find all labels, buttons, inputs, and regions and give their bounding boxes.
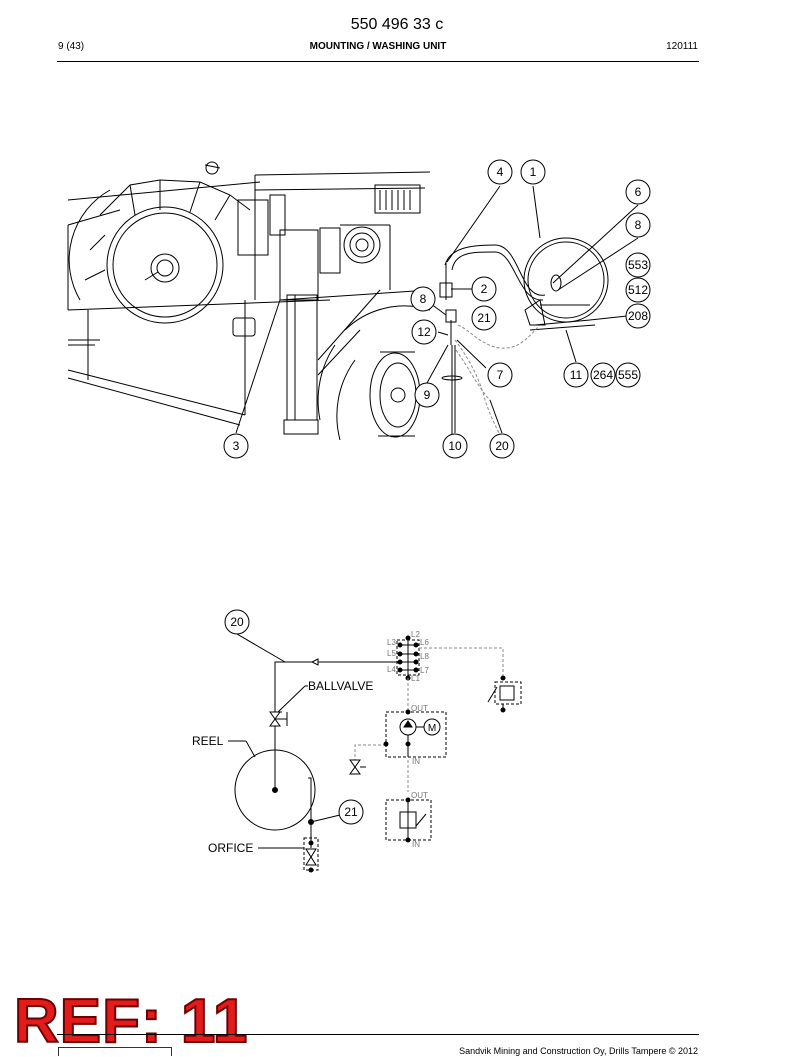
callout-555: 555	[615, 362, 641, 388]
callout-208: 208	[625, 303, 651, 329]
svg-text:21: 21	[477, 311, 491, 325]
svg-text:21: 21	[344, 805, 358, 819]
pump-in-label: IN	[412, 757, 420, 766]
manifold-block	[396, 635, 420, 681]
callout-20-schematic: 20	[224, 609, 250, 635]
callout-11: 11	[563, 362, 589, 388]
callout-20-top: 20	[489, 433, 515, 459]
section-title: MOUNTING / WASHING UNIT	[309, 41, 447, 52]
port-l5: L5	[387, 649, 396, 658]
callout-leaders	[235, 185, 639, 434]
svg-text:11: 11	[570, 368, 583, 382]
svg-text:8: 8	[635, 218, 642, 232]
footer-copyright: Sandvik Mining and Construction Oy, Dril…	[459, 1046, 698, 1056]
callout-1: 1	[520, 159, 546, 185]
svg-text:9: 9	[424, 388, 431, 402]
svg-text:12: 12	[417, 325, 431, 339]
svg-text:7: 7	[497, 368, 504, 382]
svg-text:20: 20	[230, 615, 244, 629]
svg-text:4: 4	[497, 165, 504, 179]
port-l1: L1	[411, 674, 420, 683]
callout-9: 9	[414, 382, 440, 408]
lower-valve-unit	[385, 797, 432, 843]
date-code: 120111	[666, 41, 698, 52]
callout-553: 553	[625, 252, 651, 278]
svg-text:264: 264	[593, 368, 613, 382]
motor-label: M	[428, 723, 436, 734]
callout-7: 7	[487, 362, 513, 388]
svg-text:2: 2	[481, 282, 488, 296]
callout-12: 12	[411, 319, 437, 345]
ref-stamp: REF: 11	[13, 986, 249, 1057]
callout-512: 512	[625, 277, 651, 303]
svg-text:512: 512	[628, 283, 648, 297]
callout-21-top: 21	[471, 305, 497, 331]
orfice-label: ORFICE	[208, 841, 253, 855]
port-l6: L6	[420, 638, 429, 647]
port-l2: L2	[411, 630, 420, 639]
document-number: 550 496 33 c	[350, 16, 444, 33]
callout-264: 264	[590, 362, 616, 388]
sandvik-logo	[58, 1047, 172, 1056]
machine-illustration	[67, 161, 609, 441]
valve-out-label: OUT	[411, 791, 428, 800]
callout-8-mid: 8	[410, 286, 436, 312]
svg-text:555: 555	[618, 368, 638, 382]
footer-rule	[57, 1034, 699, 1035]
callout-21-schematic: 21	[338, 799, 364, 825]
callout-6: 6	[625, 179, 651, 205]
svg-text:20: 20	[495, 439, 509, 453]
page-reference: 9 (43)	[58, 41, 85, 52]
callout-8-top: 8	[625, 212, 651, 238]
svg-text:3: 3	[233, 439, 240, 453]
pump-unit	[383, 709, 447, 758]
ballvalve-label: BALLVALVE	[308, 679, 373, 693]
valve-in-label: IN	[412, 840, 420, 849]
svg-text:8: 8	[420, 292, 427, 306]
reel-label: REEL	[192, 734, 224, 748]
header-rule	[57, 61, 699, 62]
port-l3: L3	[387, 638, 396, 647]
svg-text:10: 10	[448, 439, 462, 453]
svg-text:208: 208	[628, 309, 648, 323]
water-schematic	[228, 633, 522, 873]
callout-2: 2	[471, 276, 497, 302]
svg-text:553: 553	[628, 258, 648, 272]
callout-4: 4	[487, 159, 513, 185]
pressure-relief-valve	[487, 675, 522, 713]
callout-3: 3	[223, 433, 249, 459]
svg-text:1: 1	[530, 165, 537, 179]
pump-out-label: OUT	[411, 704, 428, 713]
port-l8: L8	[420, 652, 429, 661]
port-l7: L7	[420, 666, 429, 675]
port-l4: L4	[387, 665, 396, 674]
callout-10: 10	[442, 433, 468, 459]
svg-text:6: 6	[635, 185, 642, 199]
